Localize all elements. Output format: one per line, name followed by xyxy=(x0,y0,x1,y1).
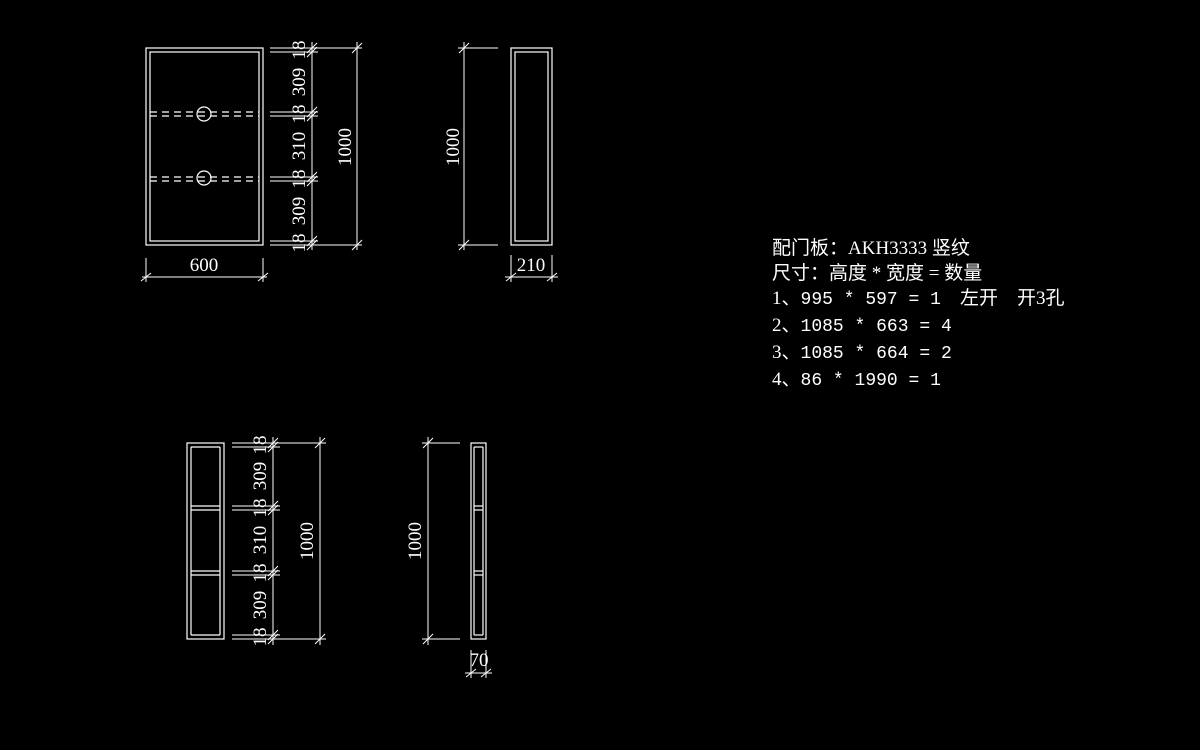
spec-item: 1、995 * 597 = 1 左开 开3孔 xyxy=(772,286,1064,313)
dimension-tick xyxy=(458,42,470,251)
front-view-1: 600 xyxy=(140,47,269,282)
hole-circle xyxy=(196,170,212,186)
height-dimension-label: 1000 xyxy=(335,128,356,166)
cabinet-inner-outline xyxy=(149,51,260,242)
front-view-2 xyxy=(186,442,225,640)
spec-item-text: 995 * 597 = 1 xyxy=(800,290,941,310)
depth-dimension-label: 210 xyxy=(517,255,546,276)
spec-item-text: 86 * 1990 = 1 xyxy=(800,371,941,391)
segment-label: 18 xyxy=(289,41,310,60)
spec-item-text: 1085 * 663 = 4 xyxy=(800,317,952,337)
segment-label: 18 xyxy=(250,436,271,455)
spec-item-text: 1085 * 664 = 2 xyxy=(800,344,952,364)
segment-label: 18 xyxy=(289,105,310,124)
segment-label: 18 xyxy=(289,234,310,253)
depth-dimension-label: 70 xyxy=(470,650,489,671)
shelf-unit-outer xyxy=(186,442,225,640)
side-panel-outer xyxy=(510,47,553,246)
dimension-tick xyxy=(422,437,434,645)
height-dimension-label: 1000 xyxy=(443,128,464,166)
segment-label: 309 xyxy=(250,462,271,491)
spec-item-number: 1、 xyxy=(772,288,801,309)
hole-circle xyxy=(196,106,212,122)
segment-label: 309 xyxy=(250,591,271,620)
cabinet-outer-outline xyxy=(145,47,264,246)
segment-label: 309 xyxy=(289,197,310,226)
segment-label: 310 xyxy=(289,132,310,161)
size-format-spec: 尺寸：高度 * 宽度 = 数量 xyxy=(772,263,983,284)
spec-item: 2、1085 * 663 = 4 xyxy=(772,313,1064,340)
segment-label: 310 xyxy=(250,526,271,555)
spec-item: 3、1085 * 664 = 2 xyxy=(772,340,1064,367)
segment-label: 18 xyxy=(250,564,271,583)
segment-dimension-chain-1: 18 309 18 310 18 309 18 1000 xyxy=(270,41,363,253)
side-view-1: 1000 210 xyxy=(443,42,558,282)
dimension-tick xyxy=(505,272,558,282)
segment-label: 18 xyxy=(289,170,310,189)
spec-item-number: 4、 xyxy=(772,369,801,390)
spec-item: 4、86 * 1990 = 1 xyxy=(772,367,1064,394)
spec-item-number: 2、 xyxy=(772,315,801,336)
dimension-tick xyxy=(267,437,279,645)
side-view-2: 1000 70 xyxy=(405,437,492,678)
height-dimension-label: 1000 xyxy=(297,522,318,560)
segment-label: 18 xyxy=(250,499,271,518)
segment-label: 309 xyxy=(289,68,310,97)
side-panel-outer xyxy=(470,442,487,640)
segment-dimension-chain-2: 18 309 18 310 18 309 18 1000 xyxy=(232,436,326,647)
door-panel-spec: 配门板：AKH3333 竖纹 xyxy=(772,238,970,259)
height-dimension-label: 1000 xyxy=(405,522,426,560)
spec-item-number: 3、 xyxy=(772,342,801,363)
width-dimension-label: 600 xyxy=(190,255,219,276)
dimension-tick xyxy=(314,437,326,645)
segment-label: 18 xyxy=(250,628,271,647)
spec-notes: 配门板：AKH3333 竖纹 尺寸：高度 * 宽度 = 数量 1、995 * 5… xyxy=(772,236,1064,394)
dimension-tick xyxy=(306,42,318,251)
dimension-tick xyxy=(140,272,269,282)
spec-item-note: 左开 开3孔 xyxy=(940,288,1065,309)
side-panel-inner xyxy=(514,51,549,242)
dimension-tick xyxy=(351,42,363,251)
dimension-tick xyxy=(465,668,492,678)
